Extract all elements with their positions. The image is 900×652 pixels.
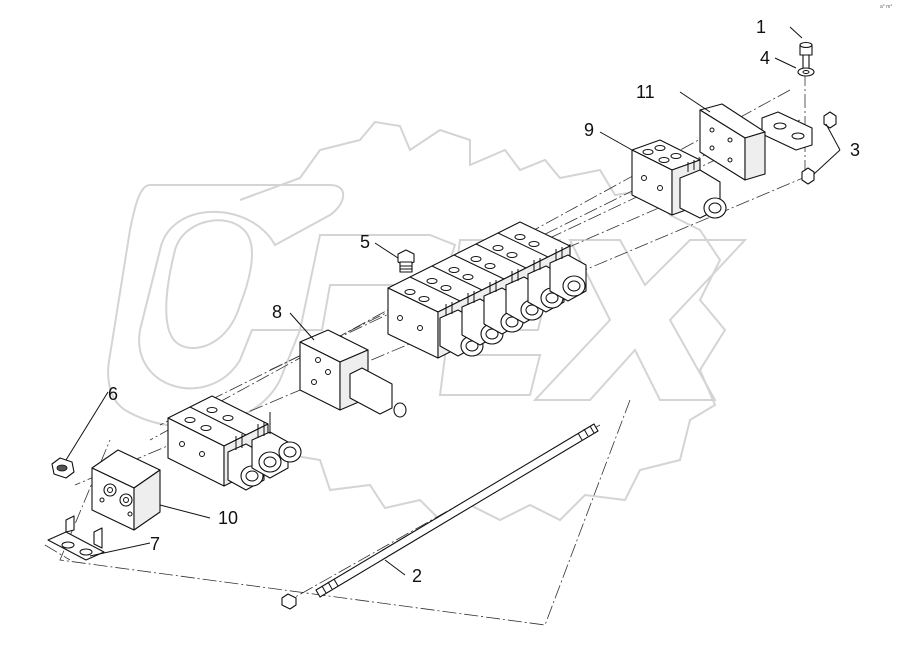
- mounting-bracket-right: [761, 111, 813, 151]
- part-9-valve-section: [631, 139, 727, 219]
- callout-2: 2: [412, 566, 422, 586]
- callout-5: 5: [360, 232, 370, 252]
- part-2-tie-rod: [281, 423, 599, 610]
- callout-1: 1: [756, 17, 766, 37]
- valve-bank-solenoids: [439, 244, 587, 357]
- callout-3: 3: [850, 140, 860, 160]
- callout-labels: 1 4 3 11 9 5 8 6 10 7 2 a° m°: [108, 4, 892, 586]
- part-8-pressure-valve: [299, 329, 407, 418]
- part-3-nuts: [801, 111, 837, 185]
- callout-4: 4: [760, 48, 770, 68]
- callout-9: 9: [584, 120, 594, 140]
- callout-6: 6: [108, 384, 118, 404]
- callout-11: 11: [636, 82, 655, 102]
- part-10-inlet-block: [91, 449, 161, 531]
- part-4-washer: [797, 67, 815, 77]
- part-1-bolt: [799, 41, 813, 70]
- callout-10: 10: [218, 508, 238, 528]
- part-5-fitting: [397, 249, 415, 273]
- part-11-end-plate: [699, 103, 766, 181]
- callout-8: 8: [272, 302, 282, 322]
- left-valve-bank: [167, 395, 302, 491]
- main-valve-bank: [387, 221, 587, 359]
- part-7-bracket: [47, 515, 105, 561]
- part-6-plug: [51, 457, 75, 479]
- callout-leaders: [65, 26, 841, 576]
- valve-bank-ports: [397, 234, 540, 331]
- corner-mark: a° m°: [880, 4, 892, 10]
- callout-7: 7: [150, 534, 160, 554]
